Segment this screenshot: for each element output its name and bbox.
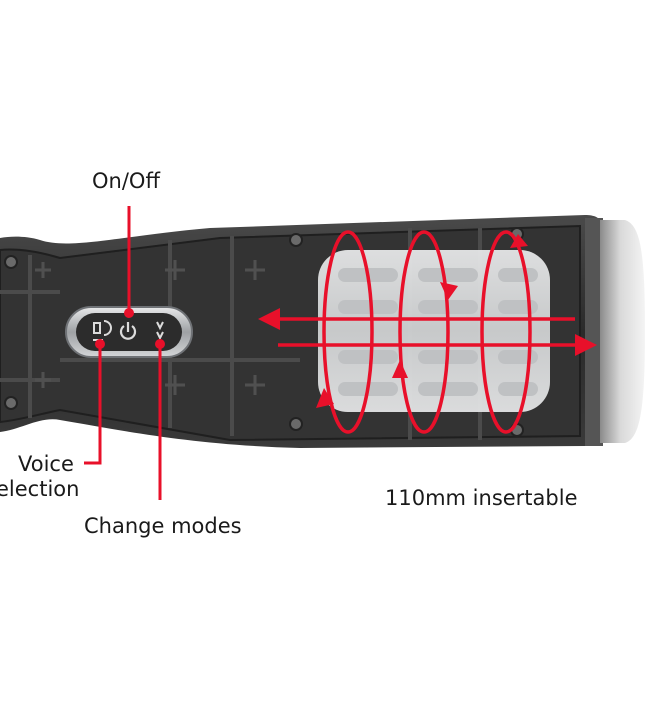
rotation-loop-3 (480, 230, 532, 434)
rotation-loop-1 (322, 230, 374, 434)
motion-arrows (270, 230, 585, 434)
power-icon[interactable] (119, 322, 137, 340)
rotation-loop-2 (398, 230, 450, 434)
sleeve (318, 250, 550, 412)
end-cap-band (585, 218, 603, 446)
label-change-modes: Change modes (84, 514, 242, 538)
dot-modes (155, 339, 165, 349)
arrowhead-loop-3 (510, 234, 528, 248)
label-voice-line1: Voice (18, 452, 74, 476)
label-insertable: 110mm insertable (385, 486, 578, 510)
label-voice-line2: election (0, 477, 80, 501)
arrowhead-loop-2b (392, 360, 408, 378)
cross-bosses (35, 260, 265, 395)
mode-wave-icon[interactable] (156, 321, 164, 341)
callout-lines (84, 206, 162, 500)
arrowhead-right (575, 334, 597, 356)
sleeve-ribbing (338, 268, 538, 396)
dot-voice (95, 339, 105, 349)
arrowhead-loop-1 (316, 388, 334, 408)
end-cap (600, 220, 645, 443)
callout-dots (95, 308, 165, 349)
arrow-heads (258, 234, 597, 408)
arrowhead-left (258, 308, 280, 330)
arrowhead-loop-2 (440, 282, 458, 300)
label-on-off: On/Off (92, 169, 160, 193)
dot-on-off (124, 308, 134, 318)
callout-voice (84, 344, 102, 465)
